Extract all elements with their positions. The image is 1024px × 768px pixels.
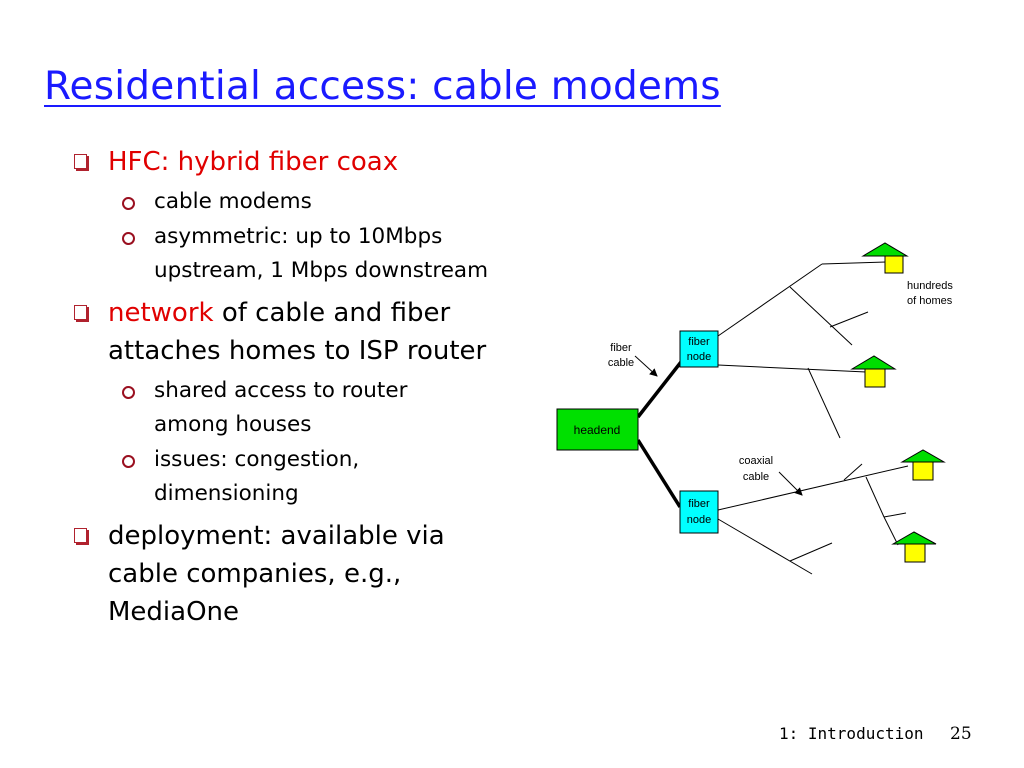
hundreds-of-homes-label: hundreds of homes — [907, 280, 953, 307]
square-bullet-icon — [74, 154, 87, 169]
fiber-cable-callout: fiber cable — [608, 342, 658, 377]
coax-branches-bottom — [717, 463, 909, 575]
fiber-node-top-label-2: node — [687, 351, 711, 363]
circle-bullet-icon — [122, 455, 135, 468]
fiber-node-top-label-1: fiber — [688, 336, 710, 348]
fiber-cable-label-2: cable — [608, 357, 634, 369]
bullet-list: HFC: hybrid fiber coax cable modems asym… — [60, 143, 550, 635]
fiber-node-bottom: fiber node — [679, 490, 719, 534]
house-icon-1 — [861, 242, 909, 274]
circle-bullet-icon — [122, 197, 135, 210]
bullet-hfc-text: HFC: hybrid fiber coax — [108, 147, 399, 177]
coaxial-cable-callout: coaxial cable — [739, 455, 803, 496]
hundreds-label-2: of homes — [907, 295, 953, 307]
coaxial-cable-arrow-icon — [778, 471, 803, 496]
slide-title: Residential access: cable modems — [44, 64, 721, 109]
subbullet-asymmetric: asymmetric: up to 10Mbps upstream, 1 Mbp… — [60, 220, 550, 288]
bullet-network-text: of cable and fiber attaches homes to ISP… — [108, 298, 487, 366]
house-icon-4 — [891, 531, 937, 563]
hfc-network-diagram: headend fiber node fiber node fiber cabl… — [556, 242, 953, 575]
headend-box: headend — [556, 408, 639, 451]
bullet-hfc: HFC: hybrid fiber coax — [60, 143, 550, 181]
circle-bullet-icon — [122, 232, 135, 245]
fiber-node-bottom-label-1: fiber — [688, 498, 710, 510]
bullet-deployment: deployment: available via cable companie… — [60, 517, 550, 631]
square-bullet-icon — [74, 528, 87, 543]
bullet-network: network of cable and fiber attaches home… — [60, 294, 550, 370]
coaxial-cable-label-2: cable — [743, 471, 769, 483]
house-icon-2 — [850, 355, 897, 388]
fiber-cable-arrow-icon — [634, 355, 658, 377]
coaxial-cable-label-1: coaxial — [739, 455, 773, 467]
hundreds-label-1: hundreds — [907, 280, 953, 292]
fiber-node-bottom-label-2: node — [687, 514, 711, 526]
subbullet-issues: issues: congestion, dimensioning — [60, 443, 550, 511]
footer-section: 1: Introduction — [779, 724, 924, 743]
fiber-cable-label-1: fiber — [610, 342, 632, 354]
bullet-deployment-text: deployment: available via cable companie… — [108, 521, 445, 627]
headend-label: headend — [574, 423, 621, 437]
footer-page-number: 25 — [950, 724, 972, 744]
square-bullet-icon — [74, 305, 87, 320]
coax-branches-top — [717, 261, 887, 439]
subbullet-shared: shared access to router among houses — [60, 374, 550, 442]
bullet-network-highlight: network — [108, 298, 214, 328]
fiber-node-top: fiber node — [679, 330, 719, 368]
subbullet-shared-text: shared access to router among houses — [154, 378, 408, 437]
subbullet-issues-text: issues: congestion, dimensioning — [154, 447, 360, 506]
subbullet-cable-modems-text: cable modems — [154, 189, 312, 214]
house-icon-3 — [900, 449, 946, 481]
circle-bullet-icon — [122, 386, 135, 399]
subbullet-asymmetric-text: asymmetric: up to 10Mbps upstream, 1 Mbp… — [154, 224, 489, 283]
subbullet-cable-modems: cable modems — [60, 185, 550, 219]
fiber-links — [636, 360, 683, 508]
